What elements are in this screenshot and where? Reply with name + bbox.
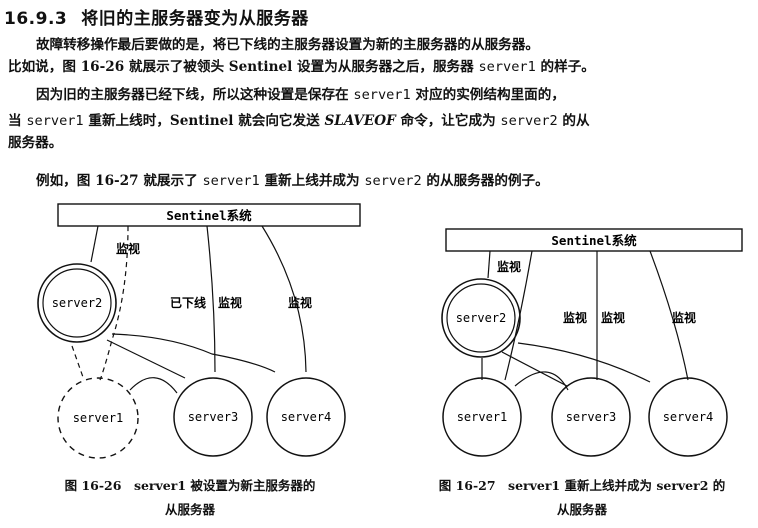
section-heading: 16.9.3 将旧的主服务器变为从服务器	[4, 4, 309, 29]
monitor-label: 监视	[218, 295, 242, 310]
paragraph-5: 服务器。	[8, 132, 752, 154]
paragraph-4-mid2: 命令，让它成为	[395, 113, 501, 129]
server2-node	[37, 263, 117, 343]
paragraph-2-pre: 比如说，图 16-26 就展示了被领头 Sentinel 设置为从服务器之后，服…	[8, 59, 479, 75]
figure-16-27: Sentinel系统 监视 监视 监视 监视 server2 server1 s…	[441, 228, 743, 457]
caption-line-1: 图 16-26 server1 被设置为新主服务器的	[64, 478, 316, 493]
server1-node	[57, 377, 139, 459]
paragraph-4-post: 的从	[557, 113, 590, 129]
paragraph-3-post: 对应的实例结构里面的，	[410, 87, 565, 103]
paragraph-3-pre: 因为旧的主服务器已经下线，所以这种设置是保存在	[36, 87, 354, 103]
code-server1: server1	[202, 173, 260, 189]
code-server1: server1	[26, 113, 84, 129]
monitor-label: 监视	[563, 310, 587, 325]
paragraph-4-mid1: 重新上线时，Sentinel 就会向它发送	[83, 113, 325, 129]
monitor-label: 监视	[497, 259, 521, 274]
caption-line-1: 图 16-27 server1 重新上线并成为 server2 的	[438, 478, 726, 493]
sentinel-label: Sentinel系统	[166, 208, 252, 223]
server3-node	[551, 377, 631, 457]
server4-node	[266, 377, 346, 457]
server2-label: server2	[52, 296, 103, 310]
caption-line-2: 从服务器	[164, 502, 215, 517]
paragraph-5-text: 服务器。	[8, 135, 63, 151]
server1-node	[442, 377, 522, 457]
monitor-label: 监视	[116, 241, 140, 256]
paragraph-1-text: 故障转移操作最后要做的是，将已下线的主服务器设置为新的主服务器的从服务器。	[36, 37, 539, 53]
sentinel-box	[445, 228, 743, 252]
sentinel-box	[57, 203, 361, 227]
code-server2: server2	[364, 173, 422, 189]
command-slaveof: SLAVEOF	[324, 113, 396, 129]
server1-label: server1	[457, 410, 508, 424]
paragraph-6-pre: 例如，图 16-27 就展示了	[36, 173, 203, 189]
server3-node	[173, 377, 253, 457]
code-server1: server1	[353, 87, 411, 103]
paragraph-6: 例如，图 16-27 就展示了 server1 重新上线并成为 server2 …	[8, 170, 752, 192]
paragraph-6-mid: 重新上线并成为	[259, 173, 365, 189]
paragraph-4: 当 server1 重新上线时，Sentinel 就会向它发送 SLAVEOF …	[8, 110, 752, 132]
figure-16-27-caption: 图 16-27 server1 重新上线并成为 server2 的 从服务器	[412, 474, 752, 522]
monitor-label: 监视	[601, 310, 625, 325]
monitor-label: 监视	[288, 295, 312, 310]
monitor-label: 监视	[672, 310, 696, 325]
code-server2: server2	[500, 113, 558, 129]
code-server1: server1	[478, 59, 536, 75]
paragraph-4-pre: 当	[8, 113, 27, 129]
server4-label: server4	[281, 410, 332, 424]
server3-label: server3	[566, 410, 617, 424]
figure-16-26-caption: 图 16-26 server1 被设置为新主服务器的 从服务器	[20, 474, 360, 522]
server4-node	[648, 377, 728, 457]
server2-label: server2	[456, 311, 507, 325]
server3-label: server3	[188, 410, 239, 424]
caption-line-2: 从服务器	[556, 502, 607, 517]
server4-label: server4	[663, 410, 714, 424]
figure-16-26: Sentinel系统 监视 已下线 监视 监视 server2 server1 …	[37, 203, 361, 459]
section-title: 将旧的主服务器变为从服务器	[81, 9, 309, 29]
sentinel-label: Sentinel系统	[551, 233, 637, 248]
offline-label: 已下线	[170, 295, 206, 310]
section-number: 16.9.3	[4, 9, 68, 29]
paragraph-1: 故障转移操作最后要做的是，将已下线的主服务器设置为新的主服务器的从服务器。	[8, 34, 752, 56]
paragraph-3: 因为旧的主服务器已经下线，所以这种设置是保存在 server1 对应的实例结构里…	[8, 84, 752, 106]
server1-label: server1	[73, 411, 124, 425]
server2-node	[441, 278, 521, 358]
paragraph-2: 比如说，图 16-26 就展示了被领头 Sentinel 设置为从服务器之后，服…	[8, 56, 752, 78]
paragraph-2-post: 的样子。	[535, 59, 595, 75]
paragraph-6-post: 的从服务器的例子。	[421, 173, 549, 189]
